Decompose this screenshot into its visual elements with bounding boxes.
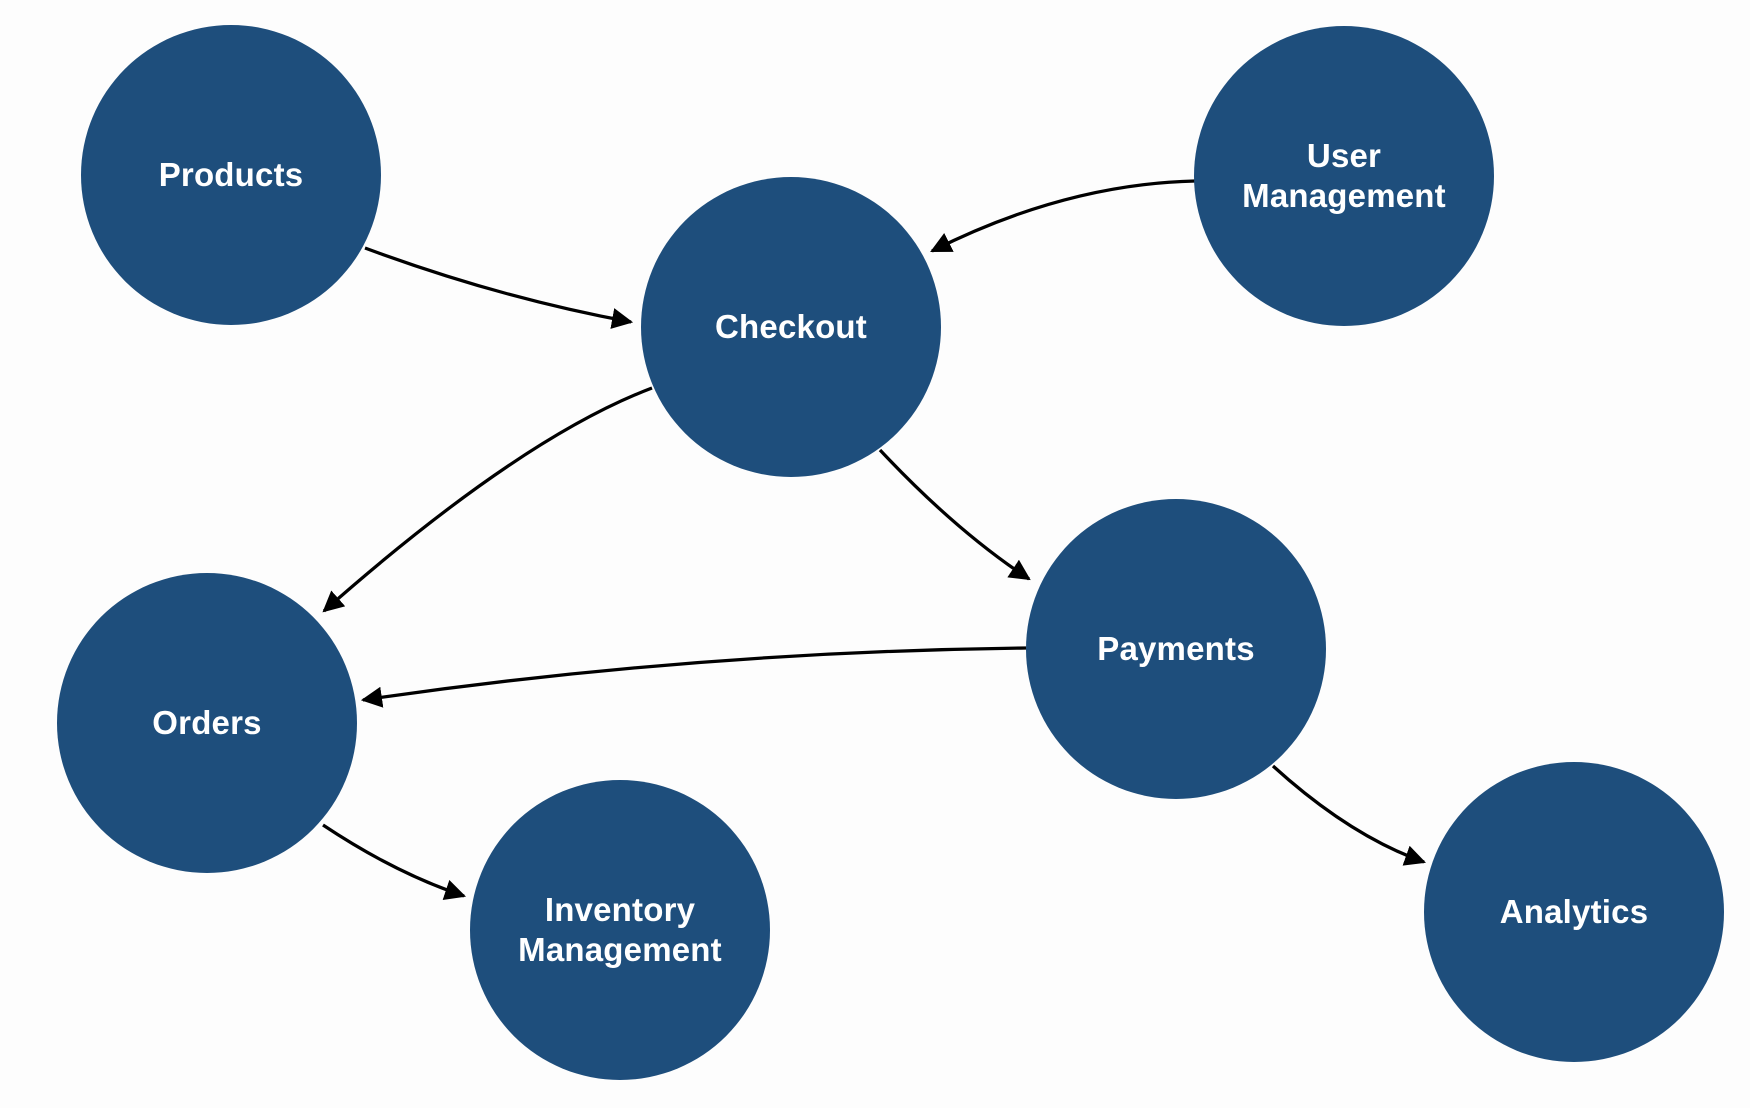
node-inventory-management[interactable]: Inventory Management bbox=[470, 780, 770, 1080]
node-inventory-management-label: Inventory Management bbox=[518, 890, 722, 968]
edge-products-to-checkout bbox=[364, 246, 634, 329]
node-payments-label: Payments bbox=[1097, 629, 1255, 667]
edge-checkout-to-orders bbox=[322, 386, 653, 613]
node-products-label: Products bbox=[158, 155, 304, 193]
edge-payments-to-orders bbox=[360, 646, 1027, 708]
edge-user-management-to-checkout bbox=[930, 179, 1196, 253]
node-user-management-label: User Management bbox=[1242, 136, 1446, 214]
node-analytics[interactable]: Analytics bbox=[1424, 762, 1724, 1062]
node-orders[interactable]: Orders bbox=[57, 573, 357, 873]
edge-payments-to-analytics bbox=[1271, 764, 1426, 866]
node-user-management[interactable]: User Management bbox=[1194, 26, 1494, 326]
node-analytics-label: Analytics bbox=[1499, 892, 1649, 930]
node-checkout[interactable]: Checkout bbox=[641, 177, 941, 477]
node-products[interactable]: Products bbox=[81, 25, 381, 325]
edge-checkout-to-payments bbox=[878, 448, 1031, 581]
node-payments[interactable]: Payments bbox=[1026, 499, 1326, 799]
node-orders-label: Orders bbox=[152, 703, 262, 741]
node-checkout-label: Checkout bbox=[715, 307, 867, 345]
edge-orders-to-inventory-management bbox=[322, 823, 467, 901]
